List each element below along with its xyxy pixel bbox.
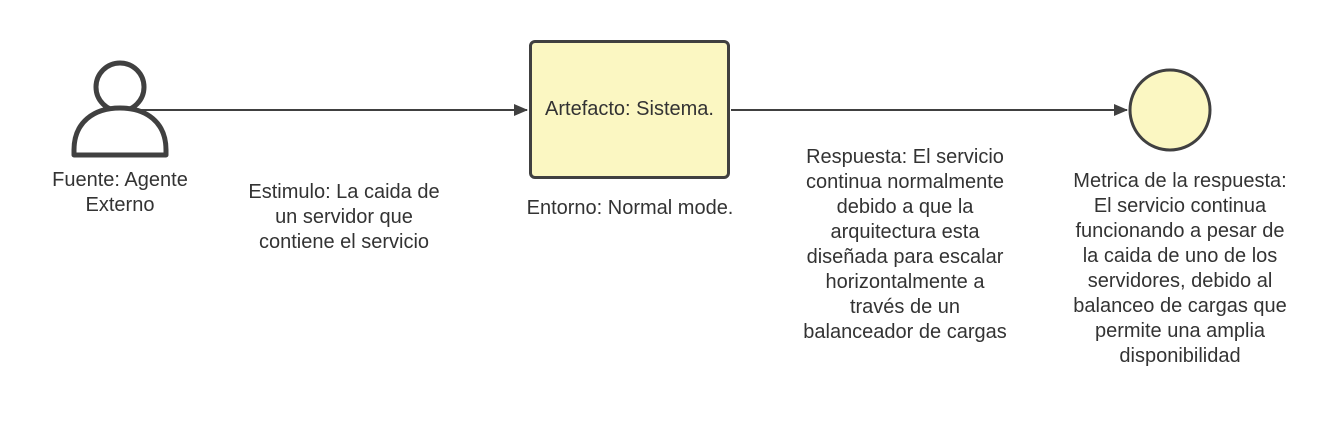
- response-label-line: balanceador de cargas: [803, 321, 1007, 343]
- response-label-line: arquitectura esta: [830, 221, 980, 243]
- response-measure-label: Metrica de la respuesta: El servicio con…: [1050, 169, 1310, 369]
- environment-label: Entorno: Normal mode.: [500, 196, 760, 221]
- response-label-line: través de un: [849, 296, 961, 318]
- source-label: Fuente: Agente Externo: [20, 168, 220, 218]
- response-measure-label-line: El servicio continua: [1093, 195, 1267, 217]
- response-label-line: diseñada para escalar: [806, 246, 1004, 268]
- response-measure-label-line: la caida de uno de los: [1082, 245, 1278, 267]
- response-label-line: horizontalmente a: [825, 271, 985, 293]
- response-measure-label-line: balanceo de cargas que: [1073, 295, 1287, 317]
- circle-node-icon: [1128, 68, 1212, 152]
- artifact-node: Artefacto: Sistema.: [529, 40, 730, 179]
- source-label-line: Fuente: Agente: [52, 169, 188, 191]
- response-measure-label-line: permite una amplia: [1094, 320, 1266, 342]
- stimulus-label-line: un servidor que: [275, 206, 413, 228]
- person-icon: [71, 60, 169, 158]
- response-measure-label-line: Metrica de la respuesta:: [1073, 170, 1287, 192]
- response-label-line: continua normalmente: [806, 171, 1004, 193]
- stimulus-label-line: contiene el servicio: [258, 231, 430, 253]
- response-label-line: Respuesta: El servicio: [806, 146, 1004, 168]
- stimulus-label: Estimulo: La caida de un servidor que co…: [224, 180, 464, 255]
- source-label-line: Externo: [85, 194, 155, 216]
- response-label: Respuesta: El servicio continua normalme…: [775, 145, 1035, 345]
- response-measure-label-line: funcionando a pesar de: [1075, 220, 1285, 242]
- response-measure-label-line: disponibilidad: [1119, 345, 1241, 367]
- response-measure-label-line: servidores, debido al: [1087, 270, 1273, 292]
- response-label-line: debido a que la: [836, 196, 974, 218]
- environment-label-line: Entorno: Normal mode.: [526, 197, 734, 219]
- artifact-label: Artefacto: Sistema.: [545, 98, 714, 120]
- stimulus-label-line: Estimulo: La caida de: [248, 181, 440, 203]
